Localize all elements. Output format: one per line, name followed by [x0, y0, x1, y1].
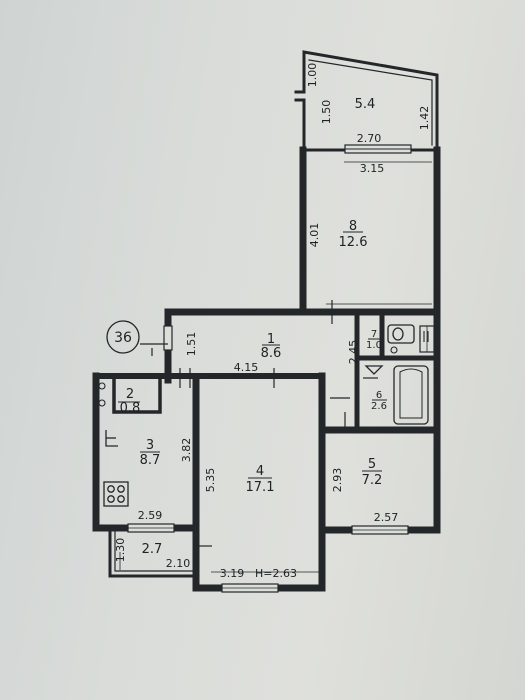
- bathtub: [393, 365, 429, 425]
- balcony-top-inner: [308, 59, 433, 146]
- bathroom-sink: [364, 365, 384, 375]
- dimension-label: 2.59: [138, 509, 163, 522]
- dimension-label: 3.15: [360, 162, 385, 175]
- room-number: 5: [368, 457, 376, 472]
- room-number: 8: [349, 219, 357, 234]
- bathroom-walls: [354, 309, 440, 433]
- room-number: 2: [126, 387, 134, 402]
- balcony-bottom-outline: [108, 531, 196, 578]
- closet-2-walls: [112, 378, 162, 414]
- dimension-label: 3.82: [180, 438, 193, 463]
- window-room-1-left: [163, 325, 173, 351]
- room-area: 12.6: [339, 235, 368, 250]
- dimension-label: 1.00: [306, 63, 319, 88]
- balcony-top-outline: [294, 50, 439, 152]
- room-area: 2.6: [371, 401, 387, 412]
- room-area: 0.8: [120, 401, 141, 416]
- room-number: 4: [256, 464, 264, 479]
- dimension-label: 2.70: [357, 132, 382, 145]
- vent-symbols: [98, 331, 429, 407]
- room-area: 1.0: [366, 340, 382, 351]
- room-number: 6: [376, 390, 382, 401]
- balcony-bottom-area: 2.7: [142, 542, 163, 557]
- room-area: 17.1: [246, 480, 275, 495]
- apartment-number-circle: [106, 320, 140, 354]
- dimension-label: 1.30: [114, 538, 127, 563]
- room-area: 7.2: [362, 473, 383, 488]
- ceiling-height: H=2.63: [255, 567, 297, 580]
- dimension-label: 3.19: [220, 567, 245, 580]
- room-area: 8.7: [140, 453, 161, 468]
- apartment-number: 36: [114, 330, 132, 346]
- kitchen-sink: [105, 430, 118, 447]
- room-number: 1: [267, 332, 275, 347]
- dimension-label: 2.45: [347, 340, 360, 365]
- balcony-top-area: 5.4: [355, 97, 376, 112]
- dimension-label: 4.15: [234, 361, 259, 374]
- toilet: [387, 324, 415, 344]
- room-area: 8.6: [261, 346, 282, 361]
- balcony-bottom-inner: [114, 531, 193, 572]
- kitchen-stove: [103, 481, 129, 507]
- dimension-label: 1.42: [418, 106, 431, 131]
- dimension-label: 2.57: [374, 511, 399, 524]
- room-number: 7: [371, 329, 377, 340]
- dimension-label: 2.93: [331, 468, 344, 493]
- dimension-label: 1.51: [185, 332, 198, 357]
- room-number: 3: [146, 438, 154, 453]
- dimension-label: 1.50: [320, 100, 333, 125]
- dimension-label: 5.35: [204, 468, 217, 493]
- dimension-label: 2.10: [166, 557, 191, 570]
- dimension-label: 4.01: [308, 223, 321, 248]
